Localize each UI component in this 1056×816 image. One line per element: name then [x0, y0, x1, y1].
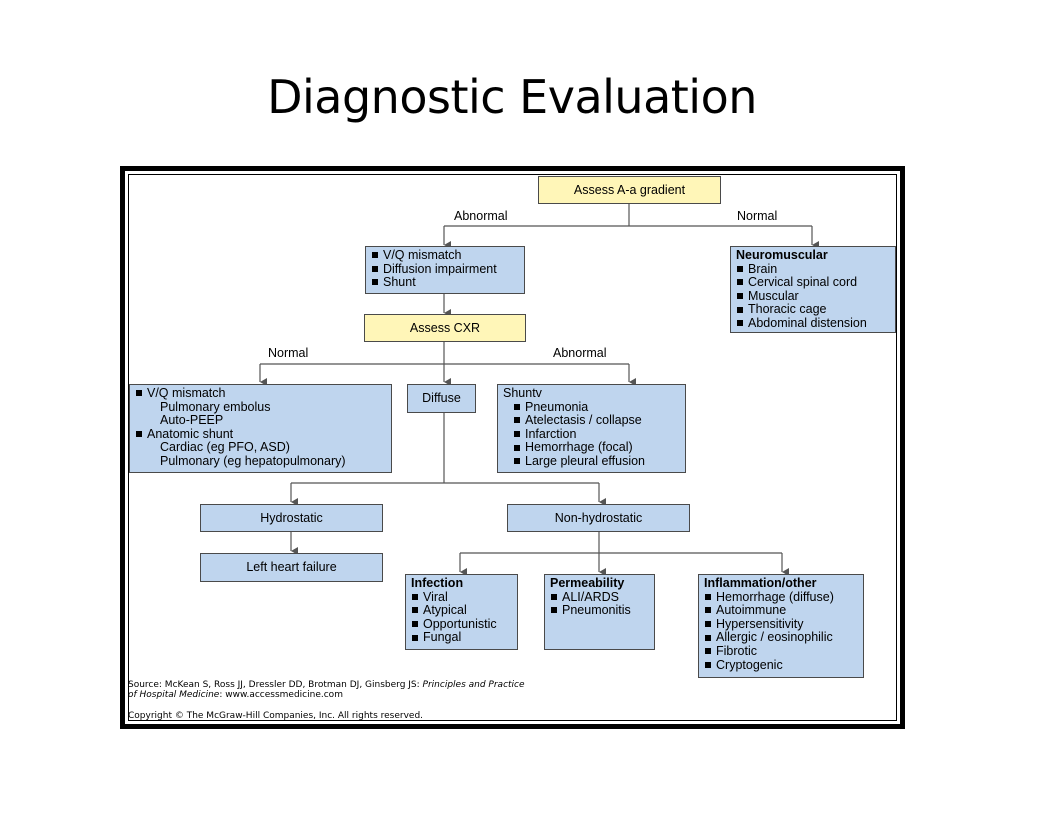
list-subitem: Auto-PEEP — [160, 413, 224, 428]
label-abnormal-aa: Abnormal — [454, 209, 508, 223]
bullet-icon — [705, 634, 711, 641]
bullet-icon — [514, 417, 520, 424]
node-hydrostatic: Hydrostatic — [200, 504, 383, 532]
node-inflammation-title: Inflammation/other — [704, 576, 817, 590]
node-hydrostatic-text: Hydrostatic — [260, 511, 323, 525]
node-mismatch-causes: V/Q mismatch Diffusion impairment Shunt — [365, 246, 525, 294]
list-item: Infarction — [503, 427, 680, 442]
label-normal-aa: Normal — [737, 209, 778, 223]
node-non-hydrostatic-text: Non-hydrostatic — [554, 511, 643, 525]
list-item: Fibrotic — [704, 644, 858, 659]
node-assess-aa-gradient: Assess A-a gradient — [538, 176, 721, 204]
list-item: Anatomic shunt — [135, 427, 386, 442]
slide-title: Diagnostic Evaluation — [267, 70, 757, 124]
bullet-icon — [737, 279, 743, 286]
bullet-icon — [412, 634, 418, 641]
list-item: Hypersensitivity — [704, 617, 858, 632]
label-normal-cxr: Normal — [268, 346, 309, 360]
list-item: Hemorrhage (diffuse) — [704, 590, 858, 605]
bullet-icon — [737, 265, 743, 272]
node-assess-cxr: Assess CXR — [364, 314, 526, 342]
node-shunt-title: Shuntv — [503, 386, 542, 400]
bullet-icon — [705, 648, 711, 655]
list-subitem: Cardiac (eg PFO, ASD) — [160, 440, 290, 455]
list-item: Atelectasis / collapse — [503, 413, 680, 428]
list-item: Pneumonitis — [550, 603, 649, 618]
list-item: Cryptogenic — [704, 658, 858, 673]
bullet-icon — [551, 593, 557, 600]
bullet-icon — [412, 607, 418, 614]
bullet-icon — [136, 430, 142, 437]
list-item: Opportunistic — [411, 617, 512, 632]
bullet-icon — [412, 620, 418, 627]
bullet-icon — [372, 265, 378, 272]
node-neuromuscular: Neuromuscular Brain Cervical spinal cord… — [730, 246, 896, 333]
node-permeability-title: Permeability — [550, 576, 625, 590]
bullet-icon — [136, 390, 142, 397]
node-inflammation-other: Inflammation/other Hemorrhage (diffuse) … — [698, 574, 864, 678]
bullet-icon — [705, 593, 711, 600]
node-infection: Infection Viral Atypical Opportunistic F… — [405, 574, 518, 650]
node-diffuse: Diffuse — [407, 384, 476, 413]
list-item: Diffusion impairment — [371, 262, 519, 277]
node-non-hydrostatic: Non-hydrostatic — [507, 504, 690, 532]
node-left-heart-failure-text: Left heart failure — [246, 560, 337, 574]
bullet-icon — [737, 306, 743, 313]
list-item: V/Q mismatch — [371, 248, 519, 263]
list-item: ALI/ARDS — [550, 590, 649, 605]
list-item: Shunt — [371, 275, 519, 290]
list-item: Muscular — [736, 289, 890, 304]
bullet-icon — [514, 458, 520, 465]
node-neuromuscular-title: Neuromuscular — [736, 248, 828, 262]
node-shunt-causes: Shuntv Pneumonia Atelectasis / collapse … — [497, 384, 686, 473]
list-item: Autoimmune — [704, 603, 858, 618]
bullet-icon — [737, 320, 743, 327]
bullet-icon — [705, 607, 711, 614]
list-item: Cervical spinal cord — [736, 275, 890, 290]
list-item: Large pleural effusion — [503, 454, 680, 469]
bullet-icon — [705, 661, 711, 668]
list-item: Fungal — [411, 631, 512, 645]
bullet-icon — [705, 620, 711, 627]
bullet-icon — [514, 444, 520, 451]
figure-source-citation: Source: McKean S, Ross JJ, Dressler DD, … — [128, 680, 525, 700]
figure-inner-border — [128, 174, 897, 721]
list-item: Atypical — [411, 603, 512, 618]
list-item: Thoracic cage — [736, 303, 890, 317]
node-left-heart-failure: Left heart failure — [200, 553, 383, 582]
bullet-icon — [372, 252, 378, 259]
list-item: V/Q mismatch — [135, 386, 386, 401]
list-item: Allergic / eosinophilic — [704, 631, 858, 645]
bullet-icon — [372, 279, 378, 286]
node-assess-cxr-text: Assess CXR — [409, 321, 481, 335]
node-diffuse-text: Diffuse — [422, 391, 461, 405]
bullet-icon — [514, 430, 520, 437]
bullet-icon — [412, 593, 418, 600]
node-normal-cxr-causes: V/Q mismatch Pulmonary embolus Auto-PEEP… — [129, 384, 392, 473]
list-subitem: Pulmonary (eg hepatopulmonary) — [160, 453, 346, 468]
figure-copyright: Copyright © The McGraw-Hill Companies, I… — [128, 711, 424, 721]
list-item: Pneumonia — [503, 400, 680, 415]
list-subitem: Pulmonary embolus — [160, 399, 271, 414]
list-item: Brain — [736, 262, 890, 277]
list-item: Hemorrhage (focal) — [503, 441, 680, 455]
node-assess-aa-gradient-text: Assess A-a gradient — [573, 183, 686, 197]
node-permeability: Permeability ALI/ARDS Pneumonitis — [544, 574, 655, 650]
list-item: Abdominal distension — [736, 316, 890, 331]
label-abnormal-cxr: Abnormal — [553, 346, 607, 360]
list-item: Viral — [411, 590, 512, 605]
node-infection-title: Infection — [411, 576, 464, 590]
bullet-icon — [514, 403, 520, 410]
bullet-icon — [737, 292, 743, 299]
bullet-icon — [551, 607, 557, 614]
